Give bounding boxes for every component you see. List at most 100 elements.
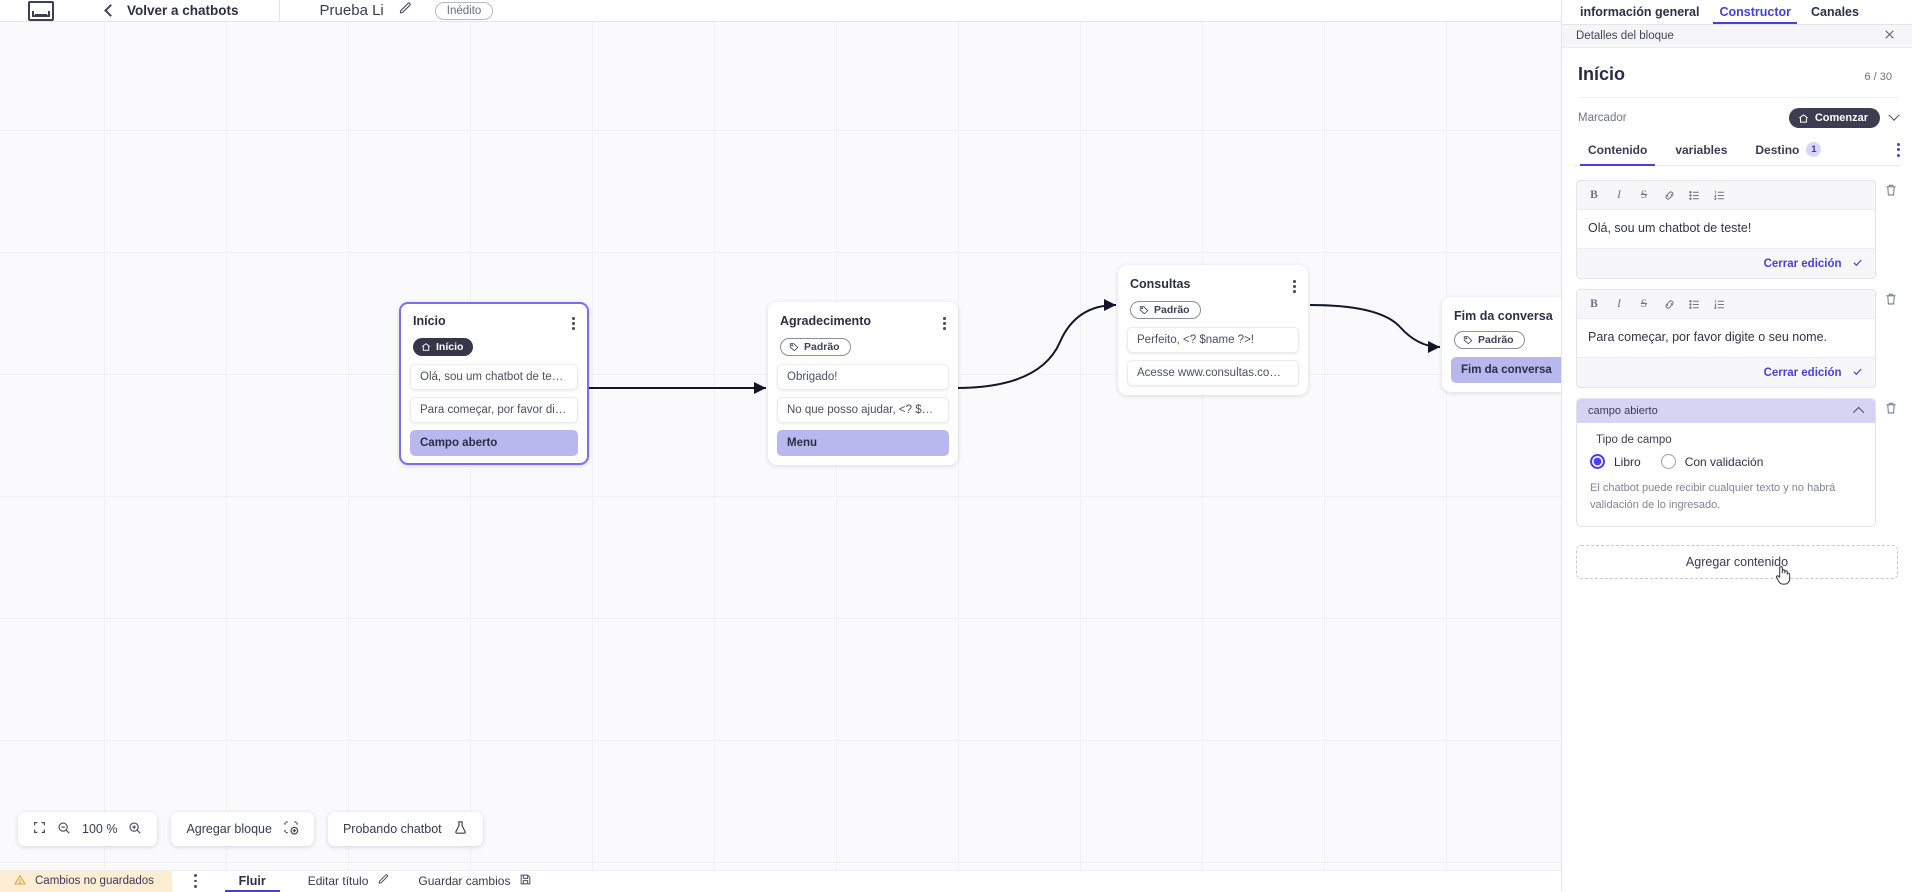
node-row-item[interactable]: Para começar, por favor digite o ...	[410, 397, 578, 423]
node-tag-label: Padrão	[1478, 334, 1514, 346]
pointer-hand-cursor-icon	[1773, 563, 1793, 590]
warning-icon	[14, 874, 26, 889]
radio-selected-icon	[1590, 454, 1605, 469]
node-row-item[interactable]: Fim da conversa	[1451, 357, 1561, 383]
node-tag-label: Padrão	[804, 341, 840, 353]
node-menu-kebab-icon[interactable]	[943, 314, 946, 330]
save-icon	[519, 873, 532, 889]
add-block-button[interactable]: Agregar bloque	[171, 812, 313, 846]
bullet-list-icon[interactable]	[1683, 294, 1705, 314]
italic-icon[interactable]: I	[1608, 294, 1630, 314]
link-icon[interactable]	[1658, 185, 1680, 205]
edit-title-button[interactable]: Editar título	[308, 873, 391, 889]
node-row-item[interactable]: Campo aberto	[410, 430, 578, 456]
test-chatbot-button[interactable]: Probando chatbot	[328, 812, 483, 846]
close-edit-label[interactable]: Cerrar edición	[1764, 258, 1842, 270]
node-menu-kebab-icon[interactable]	[1293, 277, 1296, 293]
flow-node-fim-da-conversa[interactable]: Fim da conversa Padrão Fim da conversa	[1442, 297, 1561, 392]
pencil-icon	[377, 873, 390, 889]
field-card-header[interactable]: campo abierto	[1577, 399, 1875, 423]
field-card-body: Tipo de campo Libro Con validación El ch…	[1577, 423, 1875, 526]
node-title: Início	[413, 314, 446, 328]
tab-contenido[interactable]: Contenido	[1574, 143, 1661, 165]
rich-text-editor[interactable]: B I S	[1576, 289, 1876, 388]
strikethrough-icon[interactable]: S	[1633, 185, 1655, 205]
status-bar-kebab-icon[interactable]	[194, 874, 197, 887]
save-changes-button[interactable]: Guardar cambios	[418, 873, 532, 889]
tab-canales[interactable]: Canales	[1801, 5, 1869, 24]
node-menu-kebab-icon[interactable]	[572, 314, 575, 330]
back-chevron-icon[interactable]	[104, 4, 117, 17]
tab-destino[interactable]: Destino 1	[1741, 142, 1835, 165]
node-row-item[interactable]: Obrigado!	[777, 364, 949, 390]
destino-count-badge: 1	[1806, 142, 1821, 157]
rich-text-editor[interactable]: B I S	[1576, 180, 1876, 279]
bold-icon[interactable]: B	[1583, 294, 1605, 314]
tab-informacion-general[interactable]: información general	[1570, 5, 1709, 24]
marker-chip-comenzar[interactable]: Comenzar	[1789, 108, 1880, 128]
numbered-list-icon[interactable]	[1708, 185, 1730, 205]
tab-variables[interactable]: variables	[1661, 143, 1741, 165]
bullet-list-icon[interactable]	[1683, 185, 1705, 205]
close-icon[interactable]	[1883, 28, 1896, 44]
node-row-item[interactable]: Olá, sou um chatbot de teste!	[410, 364, 578, 390]
node-row-item[interactable]: No que posso ajudar, <? $name ...	[777, 397, 949, 423]
field-card-title: campo abierto	[1588, 405, 1658, 417]
field-card: campo abierto Tipo de campo Libro Con va…	[1576, 398, 1876, 527]
content-body: B I S	[1562, 166, 1912, 527]
tab-constructor[interactable]: Constructor	[1709, 5, 1801, 24]
radio-option-label: Libro	[1614, 455, 1641, 469]
canvas-toolbar: 100 % Agregar bloque Probando chatbot	[18, 812, 483, 846]
field-type-radio-group: Libro Con validación	[1590, 454, 1862, 469]
node-header: Fim da conversa	[1442, 307, 1561, 323]
check-icon[interactable]	[1852, 366, 1863, 377]
zoom-out-icon[interactable]	[57, 821, 71, 838]
strikethrough-icon[interactable]: S	[1633, 294, 1655, 314]
save-changes-label: Guardar cambios	[418, 874, 510, 888]
tab-variables-label: variables	[1675, 143, 1727, 157]
bold-icon[interactable]: B	[1583, 185, 1605, 205]
flow-node-inicio[interactable]: Início Início Olá, sou um chatbot de tes…	[399, 302, 589, 465]
fit-screen-icon[interactable]	[33, 821, 46, 837]
italic-icon[interactable]: I	[1608, 185, 1630, 205]
chevron-up-icon[interactable]	[1853, 407, 1864, 418]
numbered-list-icon[interactable]	[1708, 294, 1730, 314]
add-block-label: Agregar bloque	[186, 822, 271, 836]
tab-fluir[interactable]: Fluir	[225, 871, 280, 892]
editor-text-content[interactable]: Para começar, por favor digite o seu nom…	[1577, 319, 1875, 357]
zoom-in-icon[interactable]	[128, 821, 142, 838]
delete-content-icon[interactable]	[1884, 289, 1898, 311]
radio-option-libro[interactable]: Libro	[1590, 454, 1641, 469]
open-field-block: campo abierto Tipo de campo Libro Con va…	[1576, 398, 1898, 527]
back-to-chatbots-link[interactable]: Volver a chatbots	[127, 3, 239, 18]
node-row-item[interactable]: Acesse www.consultas.com par...	[1127, 360, 1299, 386]
add-content-button[interactable]: Agregar contenido	[1576, 545, 1898, 579]
editor-text-content[interactable]: Olá, sou um chatbot de teste!	[1577, 210, 1875, 248]
delete-field-icon[interactable]	[1884, 398, 1898, 420]
flow-node-agradecimento[interactable]: Agradecimento Padrão Obrigado! No que po…	[768, 302, 958, 465]
delete-content-icon[interactable]	[1884, 180, 1898, 202]
link-icon[interactable]	[1658, 294, 1680, 314]
node-row-item[interactable]: Menu	[777, 430, 949, 456]
home-icon	[421, 342, 431, 352]
brand-logo-icon[interactable]	[28, 1, 54, 21]
block-details-panel: información general Constructor Canales …	[1561, 0, 1912, 891]
node-tag-badge: Padrão	[1130, 301, 1201, 319]
chevron-down-icon[interactable]	[1888, 110, 1899, 121]
flow-canvas[interactable]: Início Início Olá, sou um chatbot de tes…	[0, 22, 1561, 870]
check-icon[interactable]	[1852, 257, 1863, 268]
bottom-status-bar: Cambios no guardados Fluir Editar título…	[0, 870, 1561, 891]
flask-icon	[453, 820, 468, 838]
tab-contenido-label: Contenido	[1588, 143, 1647, 157]
close-edit-label[interactable]: Cerrar edición	[1764, 367, 1842, 379]
field-help-note: El chatbot puede recibir cualquier texto…	[1590, 480, 1862, 513]
publish-status-badge: Inédito	[435, 2, 494, 20]
panel-subheader-title: Detalles del bloque	[1576, 30, 1674, 42]
radio-option-con-validacion[interactable]: Con validación	[1661, 454, 1764, 469]
content-overflow-kebab-icon[interactable]	[1897, 143, 1900, 165]
edit-name-pencil-icon[interactable]	[398, 1, 413, 21]
marker-row: Marcador Comenzar	[1578, 97, 1898, 128]
node-row-item[interactable]: Perfeito, <? $name ?>!	[1127, 327, 1299, 353]
marker-controls: Comenzar	[1789, 108, 1898, 128]
flow-node-consultas[interactable]: Consultas Padrão Perfeito, <? $name ?>! …	[1118, 265, 1308, 395]
